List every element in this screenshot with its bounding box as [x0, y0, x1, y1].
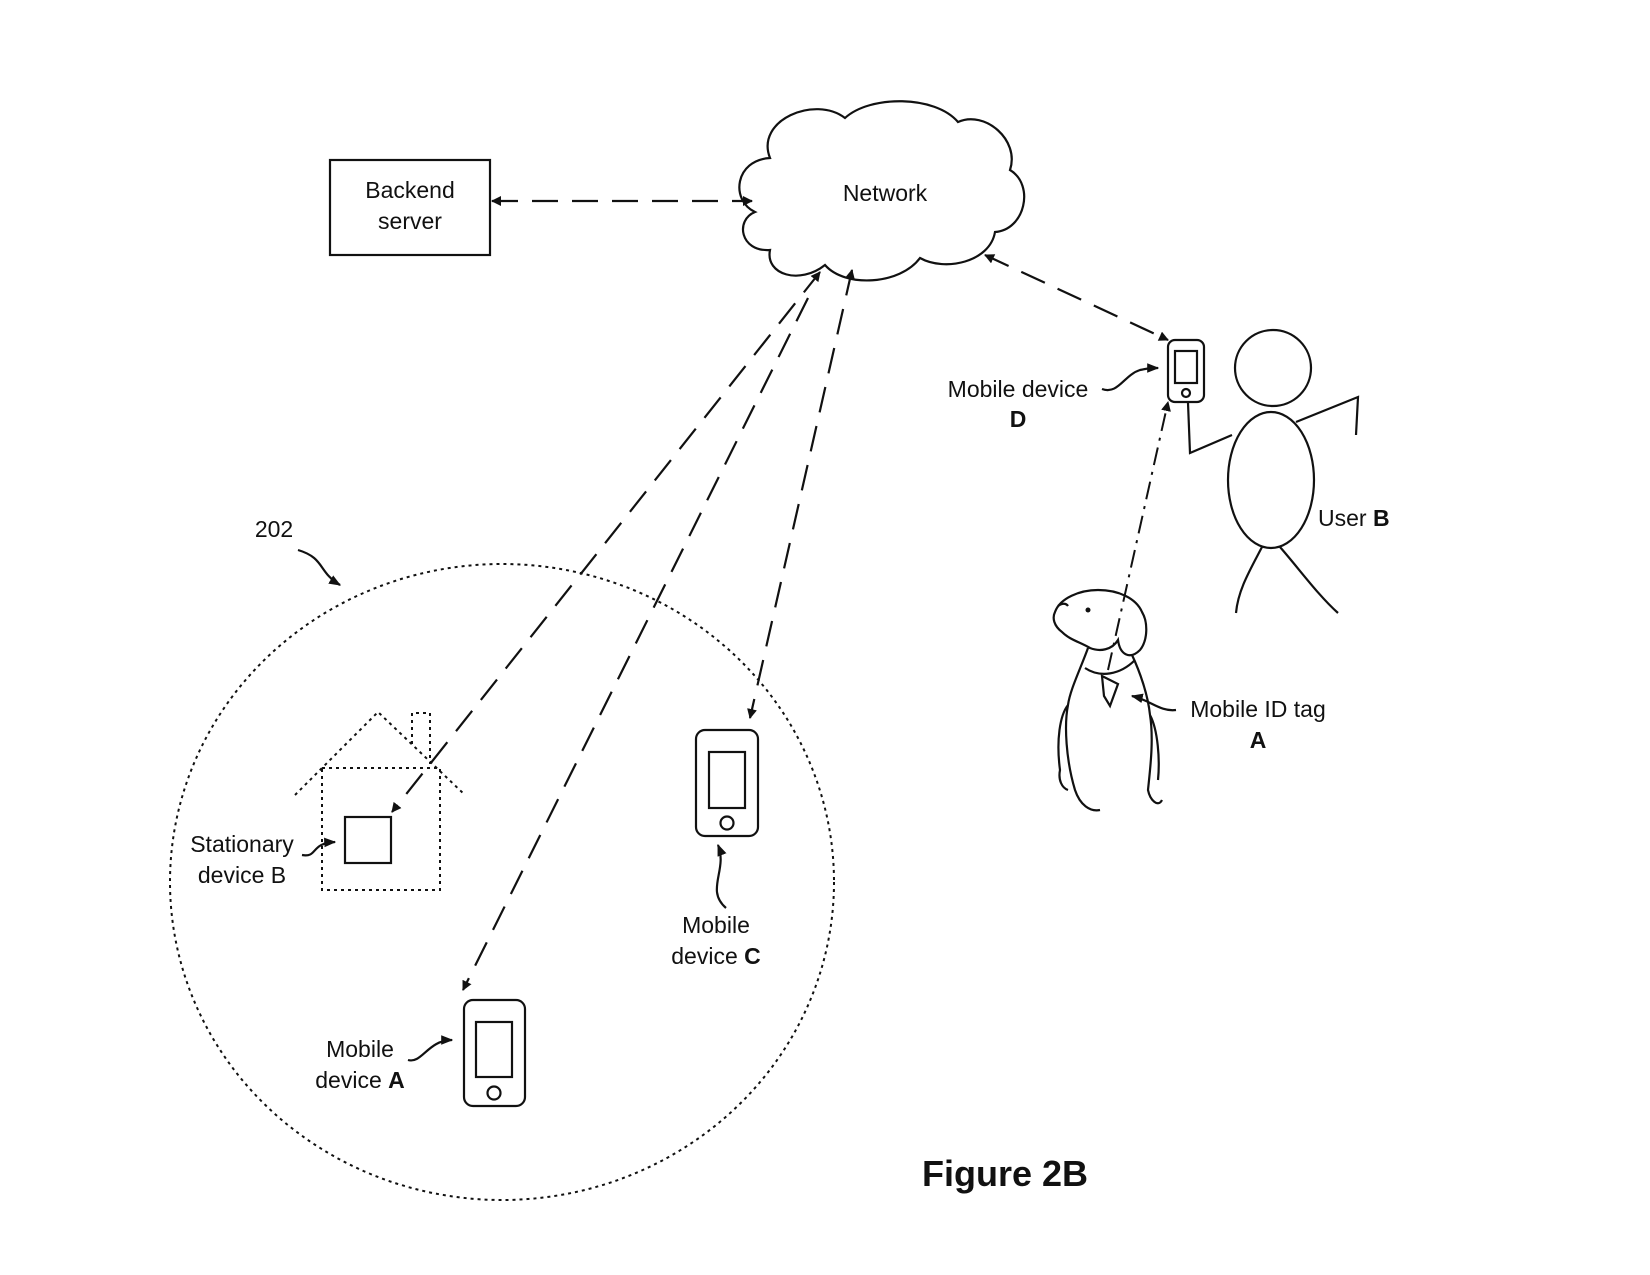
- dog-eye: [1085, 607, 1091, 613]
- stationary-device-b-label-line1: Stationary: [190, 831, 294, 857]
- phone-button: [1180, 387, 1192, 399]
- dog-head: [1052, 588, 1148, 657]
- user-b-label-bold: B: [1373, 505, 1390, 531]
- phone-screen: [474, 1020, 514, 1079]
- link-network-device-c: [747, 269, 855, 719]
- phone-icon: [1166, 338, 1206, 404]
- link-network-stationary-b: [391, 271, 821, 813]
- house-icon: [321, 767, 441, 891]
- dog-collar: [1084, 659, 1136, 675]
- dog-figure: Mobile ID tag A: [1052, 588, 1326, 812]
- backend-server-label-line1: Backend: [365, 177, 455, 203]
- user-leg-right: [1279, 546, 1339, 614]
- network-label: Network: [843, 180, 928, 206]
- callout-arrow-device-c: [715, 843, 727, 909]
- phone-button: [486, 1085, 502, 1101]
- mobile-device-c-node: Mobile device C: [671, 728, 761, 969]
- dog-body: [1057, 647, 1163, 812]
- phone-screen: [707, 750, 747, 810]
- dog-nose: [1057, 602, 1069, 607]
- user-leg-left: [1234, 546, 1263, 614]
- mobile-device-a-label-line1: Mobile: [326, 1036, 394, 1062]
- mobile-device-d-label-line2: D: [1010, 406, 1027, 432]
- mobile-device-a-label-prefix: device: [315, 1067, 388, 1093]
- mobile-id-tag-a-label-line2: A: [1250, 727, 1267, 753]
- user-head: [1233, 328, 1313, 408]
- backend-server-box: [328, 158, 492, 257]
- house-chimney: [411, 712, 431, 764]
- mobile-id-tag-a-label-line1: Mobile ID tag: [1190, 696, 1326, 722]
- user-arm-left: [1186, 402, 1233, 455]
- mobile-device-c-label-line2: device C: [671, 943, 761, 969]
- user-b-label-prefix: User: [1318, 505, 1373, 531]
- callout-arrow-id-tag: [1130, 693, 1177, 712]
- mobile-device-c-label-prefix: device: [671, 943, 744, 969]
- mobile-device-a-node: Mobile device A: [315, 998, 527, 1108]
- mobile-device-a-label-bold: A: [388, 1067, 405, 1093]
- backend-server-node: Backend server: [328, 158, 492, 257]
- phone-icon: [462, 998, 527, 1108]
- mobile-device-c-label-line1: Mobile: [682, 912, 750, 938]
- stationary-device-b-node: Stationary device B: [190, 710, 466, 891]
- figure-title: Figure 2B: [922, 1153, 1088, 1194]
- stationary-device-b-label-line2: device B: [198, 862, 286, 888]
- user-body: [1226, 410, 1316, 550]
- phone-icon: [694, 728, 760, 838]
- phone-screen: [1173, 349, 1199, 385]
- cloud-icon: [738, 100, 1026, 282]
- link-tag-a-device-d: [1107, 401, 1171, 671]
- link-network-device-d: [984, 254, 1169, 341]
- callout-arrow-stationary-b: [301, 837, 337, 857]
- id-tag-icon: [1100, 674, 1120, 709]
- phone-button: [719, 815, 735, 831]
- mobile-device-a-label-line2: device A: [315, 1067, 405, 1093]
- callout-arrow-region: [297, 548, 342, 586]
- callout-arrow-device-a: [407, 1035, 454, 1062]
- link-network-device-a: [462, 297, 809, 991]
- callout-arrow-device-d: [1101, 363, 1160, 392]
- user-arm-right: [1295, 395, 1360, 436]
- region-boundary: [169, 563, 835, 1201]
- network-cloud-node: Network: [738, 100, 1026, 282]
- mobile-device-d-node: Mobile device D: [948, 338, 1206, 432]
- user-b-label: User B: [1318, 505, 1390, 531]
- user-b-figure: User B: [1186, 328, 1390, 614]
- mobile-device-d-label-line1: Mobile device: [948, 376, 1089, 402]
- stationary-device-box: [343, 815, 393, 865]
- backend-server-label-line2: server: [378, 208, 442, 234]
- mobile-device-c-label-bold: C: [744, 943, 761, 969]
- region-202: 202: [169, 516, 835, 1201]
- region-ref-label: 202: [255, 516, 293, 542]
